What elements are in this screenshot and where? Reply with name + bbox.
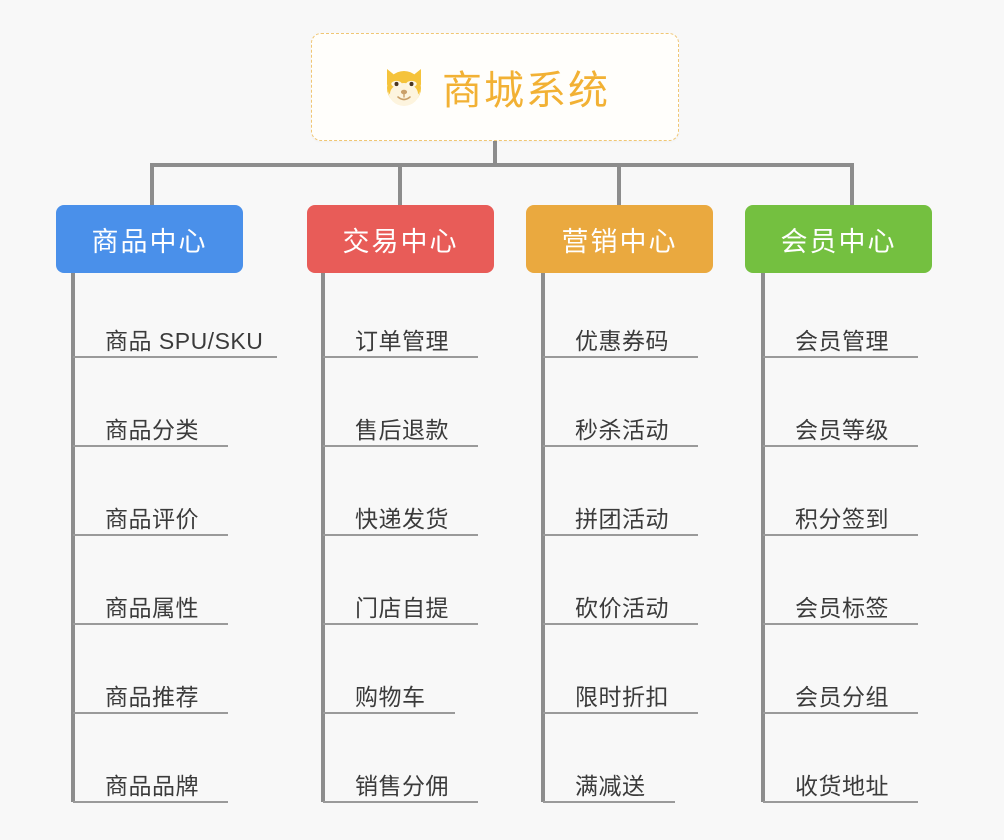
leaf-item[interactable]: 订单管理 <box>323 312 478 358</box>
leaf-item-label: 会员分组 <box>795 683 889 710</box>
root-node[interactable]: 商城系统 <box>311 33 679 141</box>
branch-header-label: 营销中心 <box>561 226 678 257</box>
leaf-item-label: 满减送 <box>575 772 646 799</box>
shiba-dog-face-icon <box>380 63 428 111</box>
leaf-item[interactable]: 商品分类 <box>73 401 228 447</box>
leaf-item[interactable]: 商品品牌 <box>73 757 228 803</box>
root-title: 商城系统 <box>442 69 610 113</box>
leaf-item[interactable]: 售后退款 <box>323 401 478 447</box>
leaf-item[interactable]: 会员分组 <box>763 668 918 714</box>
leaf-item[interactable]: 优惠券码 <box>543 312 698 358</box>
leaf-item-label: 会员标签 <box>795 594 889 621</box>
leaf-item-label: 售后退款 <box>355 416 449 443</box>
leaf-item-label: 砍价活动 <box>575 594 669 621</box>
leaf-item[interactable]: 门店自提 <box>323 579 478 625</box>
leaf-item[interactable]: 快递发货 <box>323 490 478 536</box>
connector-horizontal-bus <box>150 163 854 167</box>
leaf-item[interactable]: 购物车 <box>323 668 455 714</box>
leaf-item[interactable]: 商品推荐 <box>73 668 228 714</box>
leaf-item-label: 商品推荐 <box>105 683 199 710</box>
branch-header-member-center[interactable]: 会员中心 <box>745 205 932 273</box>
connector-stem-product-center <box>150 163 154 205</box>
branch-header-label: 商品中心 <box>91 226 208 257</box>
leaf-item-label: 商品分类 <box>105 416 199 443</box>
leaf-item-label: 会员等级 <box>795 416 889 443</box>
leaf-item-label: 收货地址 <box>795 772 889 799</box>
leaf-item[interactable]: 会员管理 <box>763 312 918 358</box>
leaf-item-label: 积分签到 <box>795 505 889 532</box>
leaf-item-label: 优惠券码 <box>575 327 669 354</box>
leaf-item[interactable]: 满减送 <box>543 757 675 803</box>
leaf-item-label: 订单管理 <box>355 327 449 354</box>
leaf-item[interactable]: 限时折扣 <box>543 668 698 714</box>
leaf-item[interactable]: 秒杀活动 <box>543 401 698 447</box>
leaf-item-label: 快递发货 <box>355 505 449 532</box>
leaf-item[interactable]: 商品属性 <box>73 579 228 625</box>
branch-header-marketing-center[interactable]: 营销中心 <box>526 205 713 273</box>
leaf-item-label: 购物车 <box>355 683 426 710</box>
leaf-item[interactable]: 会员标签 <box>763 579 918 625</box>
leaf-item[interactable]: 商品评价 <box>73 490 228 536</box>
leaf-item[interactable]: 商品 SPU/SKU <box>73 312 277 358</box>
leaf-item-label: 商品品牌 <box>105 772 199 799</box>
leaf-item-label: 拼团活动 <box>575 505 669 532</box>
leaf-item-label: 门店自提 <box>355 594 449 621</box>
leaf-item-label: 商品 SPU/SKU <box>105 327 264 354</box>
branch-header-label: 交易中心 <box>342 226 459 257</box>
branch-header-product-center[interactable]: 商品中心 <box>56 205 243 273</box>
leaf-item-label: 商品评价 <box>105 505 199 532</box>
leaf-item-label: 秒杀活动 <box>575 416 669 443</box>
connector-stem-member-center <box>850 163 854 205</box>
leaf-item-label: 会员管理 <box>795 327 889 354</box>
leaf-item-label: 商品属性 <box>105 594 199 621</box>
leaf-item-label: 销售分佣 <box>355 772 449 799</box>
connector-stem-marketing-center <box>617 163 621 205</box>
leaf-item[interactable]: 销售分佣 <box>323 757 478 803</box>
connector-stem-trade-center <box>398 163 402 205</box>
connector-root-stem <box>493 141 497 167</box>
leaf-item[interactable]: 收货地址 <box>763 757 918 803</box>
leaf-item[interactable]: 拼团活动 <box>543 490 698 536</box>
leaf-item-label: 限时折扣 <box>575 683 669 710</box>
leaf-item[interactable]: 砍价活动 <box>543 579 698 625</box>
branch-header-label: 会员中心 <box>780 226 897 257</box>
leaf-item[interactable]: 会员等级 <box>763 401 918 447</box>
leaf-item[interactable]: 积分签到 <box>763 490 918 536</box>
branch-header-trade-center[interactable]: 交易中心 <box>307 205 494 273</box>
